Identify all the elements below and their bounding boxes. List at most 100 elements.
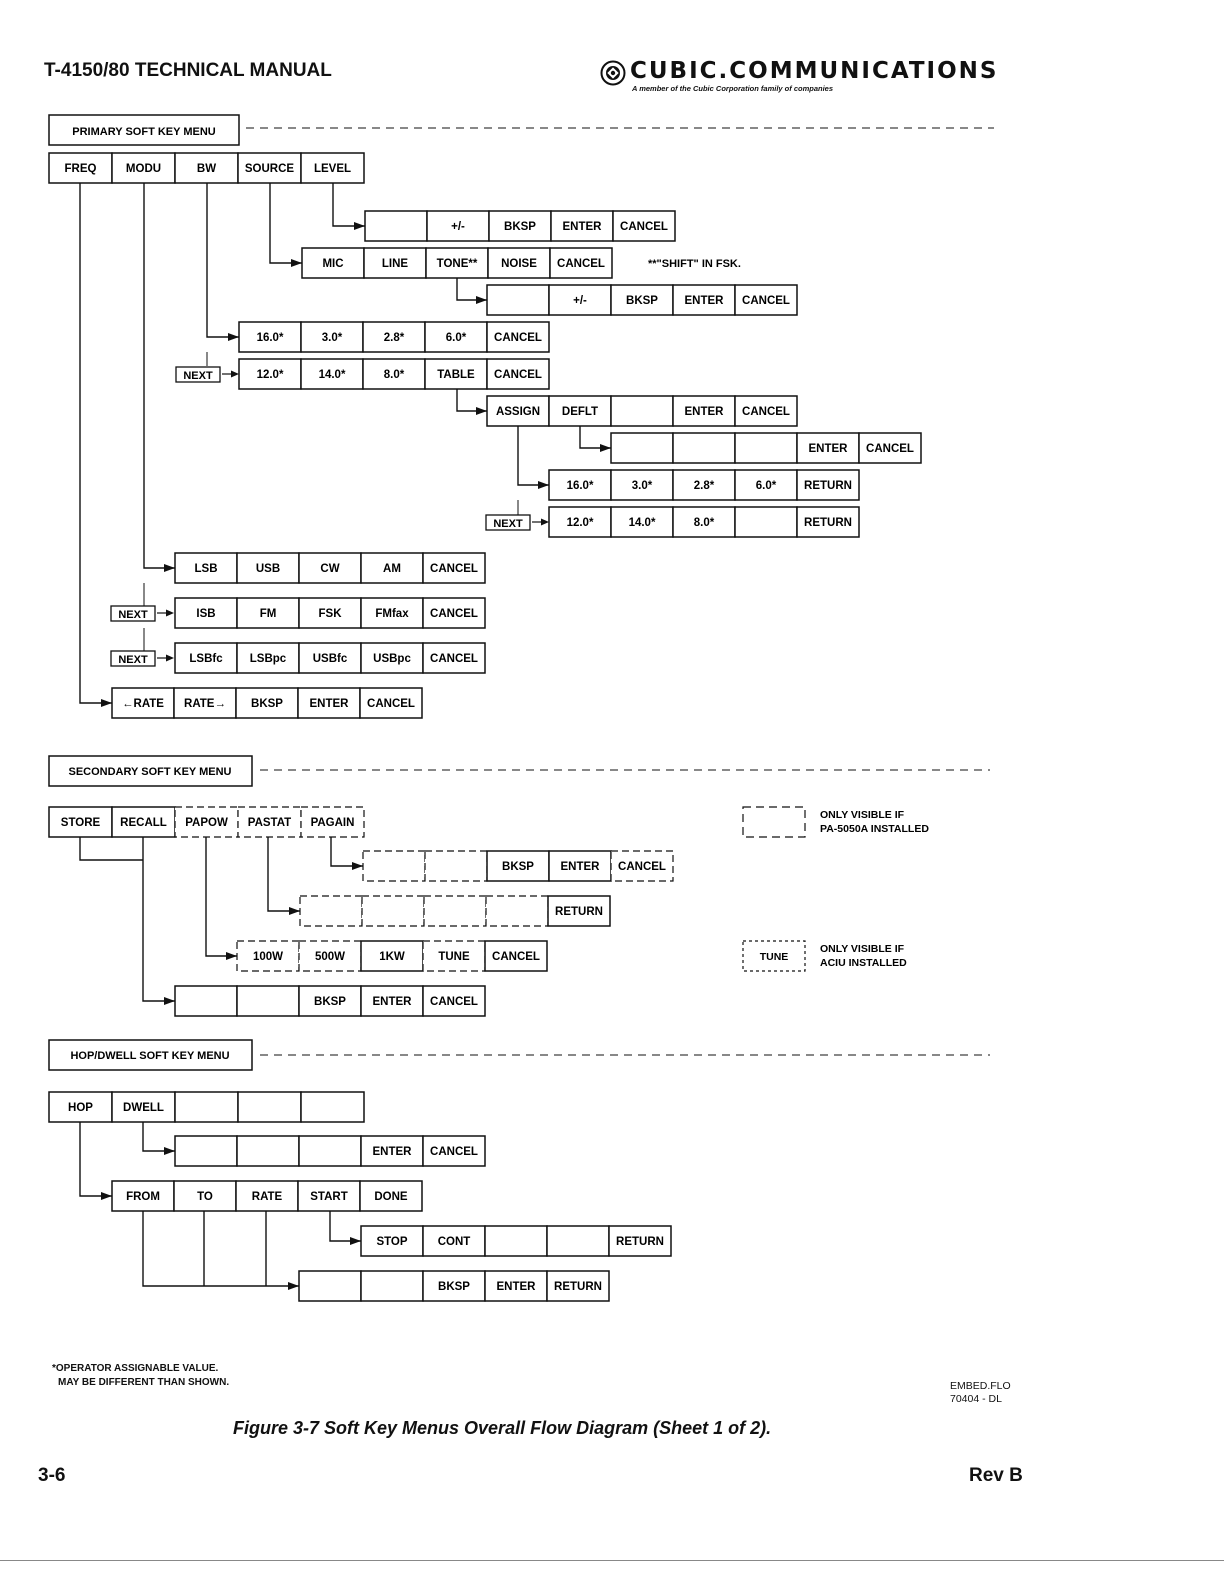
soft-key[interactable] bbox=[484, 940, 548, 972]
soft-key[interactable] bbox=[422, 940, 486, 972]
soft-key[interactable] bbox=[238, 358, 302, 390]
soft-key[interactable] bbox=[422, 552, 486, 584]
soft-key[interactable] bbox=[111, 152, 176, 184]
soft-key[interactable] bbox=[422, 1135, 486, 1167]
soft-key[interactable] bbox=[423, 895, 487, 927]
soft-key[interactable] bbox=[734, 432, 798, 464]
soft-key[interactable] bbox=[300, 1091, 365, 1123]
soft-key[interactable] bbox=[672, 284, 736, 316]
soft-key[interactable] bbox=[612, 210, 676, 242]
soft-key[interactable] bbox=[422, 1225, 486, 1257]
soft-key[interactable] bbox=[364, 210, 428, 242]
soft-key[interactable] bbox=[174, 597, 238, 629]
soft-key[interactable] bbox=[236, 1135, 300, 1167]
soft-key[interactable] bbox=[734, 284, 798, 316]
soft-key[interactable] bbox=[422, 1270, 486, 1302]
soft-key[interactable] bbox=[734, 506, 798, 538]
soft-key[interactable] bbox=[298, 985, 362, 1017]
soft-key[interactable] bbox=[299, 895, 363, 927]
soft-key[interactable] bbox=[672, 506, 736, 538]
soft-key[interactable] bbox=[236, 597, 300, 629]
soft-key[interactable] bbox=[425, 247, 489, 279]
soft-key[interactable] bbox=[174, 806, 239, 838]
soft-key[interactable] bbox=[484, 1225, 548, 1257]
soft-key[interactable] bbox=[300, 321, 364, 353]
soft-key[interactable] bbox=[297, 687, 361, 719]
soft-key[interactable] bbox=[608, 1225, 672, 1257]
soft-key[interactable] bbox=[858, 432, 922, 464]
soft-key[interactable] bbox=[298, 552, 362, 584]
soft-key[interactable] bbox=[236, 940, 300, 972]
soft-key[interactable] bbox=[672, 395, 736, 427]
soft-key[interactable] bbox=[360, 1135, 424, 1167]
soft-key[interactable] bbox=[111, 806, 176, 838]
soft-key[interactable] bbox=[174, 642, 238, 674]
soft-key[interactable] bbox=[486, 284, 550, 316]
soft-key[interactable] bbox=[796, 469, 860, 501]
soft-key[interactable] bbox=[672, 469, 736, 501]
soft-key[interactable] bbox=[610, 432, 674, 464]
soft-key[interactable] bbox=[549, 247, 613, 279]
soft-key[interactable] bbox=[610, 506, 674, 538]
soft-key[interactable] bbox=[362, 358, 426, 390]
soft-key[interactable] bbox=[488, 210, 552, 242]
soft-key[interactable] bbox=[360, 985, 424, 1017]
soft-key[interactable] bbox=[298, 1270, 362, 1302]
soft-key[interactable] bbox=[174, 552, 238, 584]
soft-key[interactable] bbox=[173, 1180, 237, 1212]
soft-key[interactable] bbox=[363, 247, 427, 279]
soft-key[interactable] bbox=[796, 506, 860, 538]
soft-key[interactable] bbox=[550, 210, 614, 242]
soft-key[interactable] bbox=[610, 284, 674, 316]
soft-key[interactable] bbox=[300, 806, 365, 838]
soft-key[interactable] bbox=[484, 1270, 548, 1302]
soft-key[interactable] bbox=[48, 152, 113, 184]
soft-key[interactable] bbox=[426, 210, 490, 242]
soft-key[interactable] bbox=[300, 358, 364, 390]
soft-key[interactable] bbox=[362, 850, 426, 882]
soft-key[interactable] bbox=[360, 597, 424, 629]
soft-key[interactable] bbox=[610, 395, 674, 427]
soft-key[interactable] bbox=[298, 1135, 362, 1167]
soft-key[interactable] bbox=[360, 1225, 424, 1257]
soft-key[interactable] bbox=[734, 469, 798, 501]
soft-key[interactable] bbox=[174, 1135, 238, 1167]
soft-key[interactable] bbox=[173, 687, 237, 719]
soft-key[interactable] bbox=[111, 687, 175, 719]
soft-key[interactable] bbox=[548, 506, 612, 538]
soft-key[interactable] bbox=[361, 895, 425, 927]
soft-key[interactable] bbox=[546, 1225, 610, 1257]
soft-key[interactable] bbox=[672, 432, 736, 464]
soft-key[interactable] bbox=[360, 1270, 424, 1302]
soft-key[interactable] bbox=[422, 642, 486, 674]
soft-key[interactable] bbox=[486, 321, 550, 353]
soft-key[interactable] bbox=[235, 1180, 299, 1212]
soft-key[interactable] bbox=[298, 597, 362, 629]
soft-key[interactable] bbox=[236, 985, 300, 1017]
soft-key[interactable] bbox=[298, 642, 362, 674]
soft-key[interactable] bbox=[174, 1091, 239, 1123]
soft-key[interactable] bbox=[359, 687, 423, 719]
soft-key[interactable] bbox=[548, 395, 612, 427]
soft-key[interactable] bbox=[48, 1091, 113, 1123]
soft-key[interactable] bbox=[485, 895, 549, 927]
soft-key[interactable] bbox=[297, 1180, 361, 1212]
soft-key[interactable] bbox=[486, 395, 550, 427]
soft-key[interactable] bbox=[610, 850, 674, 882]
soft-key[interactable] bbox=[486, 358, 550, 390]
soft-key[interactable] bbox=[422, 597, 486, 629]
soft-key[interactable] bbox=[298, 940, 362, 972]
soft-key[interactable] bbox=[174, 985, 238, 1017]
soft-key[interactable] bbox=[546, 1270, 610, 1302]
soft-key[interactable] bbox=[236, 552, 300, 584]
soft-key[interactable] bbox=[734, 395, 798, 427]
soft-key[interactable] bbox=[362, 321, 426, 353]
soft-key[interactable] bbox=[422, 985, 486, 1017]
soft-key[interactable] bbox=[548, 284, 612, 316]
soft-key[interactable] bbox=[424, 850, 488, 882]
soft-key[interactable] bbox=[796, 432, 860, 464]
soft-key[interactable] bbox=[359, 1180, 423, 1212]
soft-key[interactable] bbox=[237, 1091, 302, 1123]
soft-key[interactable] bbox=[547, 895, 611, 927]
soft-key[interactable] bbox=[300, 152, 365, 184]
